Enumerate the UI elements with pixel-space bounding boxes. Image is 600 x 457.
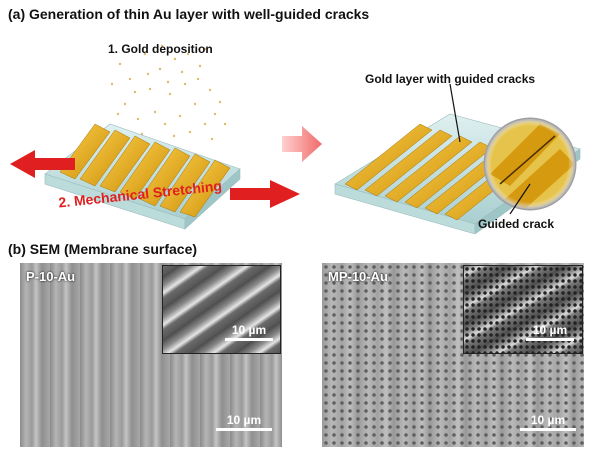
guided-crack-label: Guided crack: [478, 217, 555, 231]
main-scale-right-bar: [520, 428, 576, 431]
stretch-arrow-left: [10, 150, 75, 178]
guided-crack-pointer: [509, 183, 531, 215]
inset-scale-right-bar: [526, 338, 574, 341]
magnifier-lens: [483, 117, 577, 211]
main-scale-right: 10 µm: [520, 413, 576, 431]
sem-label-right: MP-10-Au: [328, 269, 388, 284]
sem-image-mp10au: MP-10-Au 10 µm 10 µm: [322, 263, 584, 447]
inset-scale-right: 10 µm: [526, 323, 574, 341]
panel-a-title: (a) Generation of thin Au layer with wel…: [8, 6, 370, 22]
panel-b-title: (b) SEM (Membrane surface): [8, 241, 198, 257]
stretch-arrow-right: [230, 180, 300, 208]
gold-ridges-before: [59, 123, 231, 218]
main-scale-left-bar: [216, 428, 272, 431]
gold-particle-cloud: [110, 44, 227, 144]
inset-scale-left: 10 µm: [225, 323, 273, 341]
step-gold-deposition: 1. Gold deposition: [108, 42, 213, 56]
main-scale-left-text: 10 µm: [226, 413, 262, 427]
main-scale-left: 10 µm: [216, 413, 272, 431]
inset-scale-left-text: 10 µm: [231, 323, 267, 337]
sem-image-p10au: P-10-Au 10 µm 10 µm: [20, 263, 282, 447]
stretching-diagram: [10, 44, 581, 234]
sem-inset-right: 10 µm: [463, 265, 583, 354]
process-arrow: [282, 126, 322, 162]
sem-label-left: P-10-Au: [26, 269, 76, 284]
sem-inset-left: 10 µm: [162, 265, 281, 354]
main-scale-right-text: 10 µm: [530, 413, 566, 427]
inset-scale-left-bar: [225, 338, 273, 341]
inset-scale-right-text: 10 µm: [532, 323, 568, 337]
gold-layer-pointer: [449, 83, 461, 143]
gold-layer-label: Gold layer with guided cracks: [365, 72, 536, 86]
